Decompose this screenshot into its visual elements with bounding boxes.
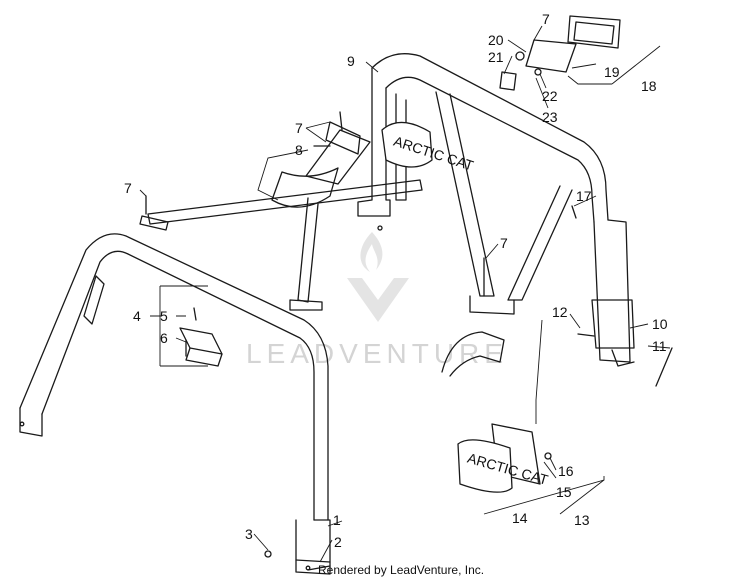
rear-mount-plate: ARCTIC CAT [457, 423, 552, 493]
watermark-flame-icon [360, 232, 383, 272]
callout-16: 16 [558, 463, 574, 479]
callout-15: 15 [556, 484, 572, 500]
callouts: 1 2 3 4 5 6 7 7 7 7 8 9 10 11 12 13 14 1… [124, 11, 668, 550]
rear-roll-cage [357, 53, 635, 367]
tail-light-assembly [499, 15, 621, 91]
wire-harness [441, 331, 505, 377]
callout-18: 18 [641, 78, 657, 94]
callout-7-brace: 7 [295, 120, 303, 136]
leader-lines [139, 25, 671, 563]
callout-10: 10 [652, 316, 668, 332]
watermark-text: LEADVENTURE [246, 338, 508, 369]
callout-20: 20 [488, 32, 504, 48]
fasteners [145, 111, 673, 571]
callout-17: 17 [576, 188, 592, 204]
callout-1: 1 [333, 512, 341, 528]
callout-13: 13 [574, 512, 590, 528]
callout-6: 6 [160, 330, 168, 346]
callout-23: 23 [542, 109, 558, 125]
watermark: LEADVENTURE [246, 232, 508, 369]
callout-11: 11 [652, 338, 667, 354]
callout-21: 21 [488, 49, 504, 65]
rear-cross-brace [139, 121, 423, 311]
front-roll-bar [19, 233, 331, 575]
callout-14: 14 [512, 510, 528, 526]
watermark-chevron-icon [347, 278, 409, 322]
callout-8: 8 [295, 142, 303, 158]
callout-5: 5 [160, 308, 168, 324]
callout-12: 12 [552, 304, 568, 320]
callout-7-left: 7 [124, 180, 132, 196]
clamp-bracket [179, 307, 223, 367]
callout-3: 3 [245, 526, 253, 542]
footer-credit: Rendered by LeadVenture, Inc. [318, 563, 485, 577]
callout-22: 22 [542, 88, 558, 104]
callout-4: 4 [133, 308, 141, 324]
callout-19: 19 [604, 64, 620, 80]
callout-7-center: 7 [500, 235, 508, 251]
callout-7-top: 7 [542, 11, 550, 27]
callout-9: 9 [347, 53, 355, 69]
callout-2: 2 [334, 534, 342, 550]
